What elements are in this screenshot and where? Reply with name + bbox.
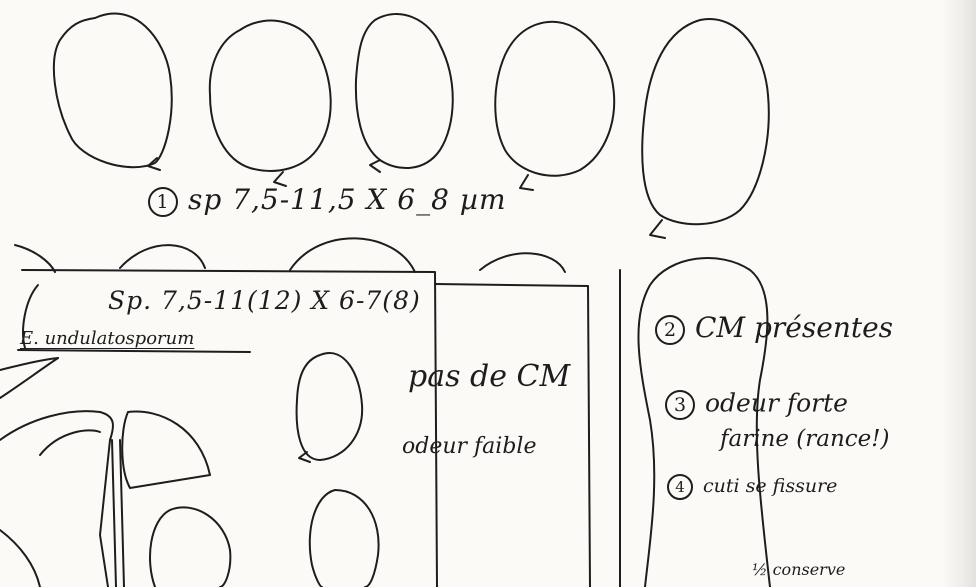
spore-drawing bbox=[120, 245, 205, 268]
spore-drawing bbox=[335, 490, 379, 587]
spore-apiculus bbox=[650, 220, 665, 238]
spore-drawing bbox=[54, 14, 172, 168]
observation-cuticle-cracks: 4 cuti se fissure bbox=[667, 474, 837, 500]
spore-drawing bbox=[170, 507, 230, 587]
sporophore-section bbox=[112, 440, 116, 587]
sporophore-section bbox=[0, 411, 113, 587]
observation-cm-present: 2 CM présentes bbox=[655, 314, 893, 345]
spore-drawing bbox=[495, 22, 614, 176]
cystidium-drawing bbox=[638, 258, 770, 587]
spore-drawing bbox=[356, 14, 453, 168]
species-name: E. undulatosporum bbox=[20, 330, 194, 348]
underline-mark bbox=[18, 350, 250, 352]
number-marker: 3 bbox=[665, 390, 695, 420]
number-marker: 1 bbox=[148, 187, 178, 217]
spore-apiculus bbox=[370, 160, 380, 172]
spore-drawing bbox=[642, 19, 769, 224]
number-marker: 2 bbox=[655, 315, 685, 345]
scan-paper-edge bbox=[942, 0, 976, 587]
spore-drawing bbox=[480, 253, 565, 272]
observation-text: cuti se fissure bbox=[703, 475, 837, 497]
observation-half-keeps: ½ conserve bbox=[752, 562, 845, 578]
number-marker: 4 bbox=[667, 474, 693, 500]
panel-frame bbox=[22, 270, 437, 587]
spore-drawing bbox=[15, 245, 55, 272]
sporophore-section bbox=[122, 412, 210, 488]
spore-measurement-2: Sp. 7,5-11(12) X 6-7(8) bbox=[108, 288, 421, 313]
spore-drawing bbox=[310, 490, 335, 587]
spore-drawing bbox=[290, 238, 415, 272]
spore-drawing bbox=[150, 510, 170, 587]
observation-text: CM présentes bbox=[695, 311, 893, 344]
note-cm-absent: pas de CM bbox=[408, 362, 570, 392]
spore-drawing bbox=[297, 353, 363, 460]
observation-odour-strong: 3 odeur forte bbox=[665, 390, 848, 420]
observation-flour-rancid: farine (rance!) bbox=[720, 428, 890, 451]
note-odour-weak: odeur faible bbox=[402, 436, 536, 458]
observation-text: odeur forte bbox=[705, 389, 848, 418]
spore-apiculus bbox=[520, 175, 533, 190]
spore-apiculus bbox=[299, 452, 310, 462]
spore-drawing bbox=[210, 21, 331, 171]
spore-measurement-text: sp 7,5-11,5 X 6_8 µm bbox=[188, 183, 507, 216]
spore-measurement-1: 1 sp 7,5-11,5 X 6_8 µm bbox=[148, 186, 507, 217]
sporophore-section bbox=[0, 530, 40, 587]
sporophore-section bbox=[40, 430, 100, 455]
